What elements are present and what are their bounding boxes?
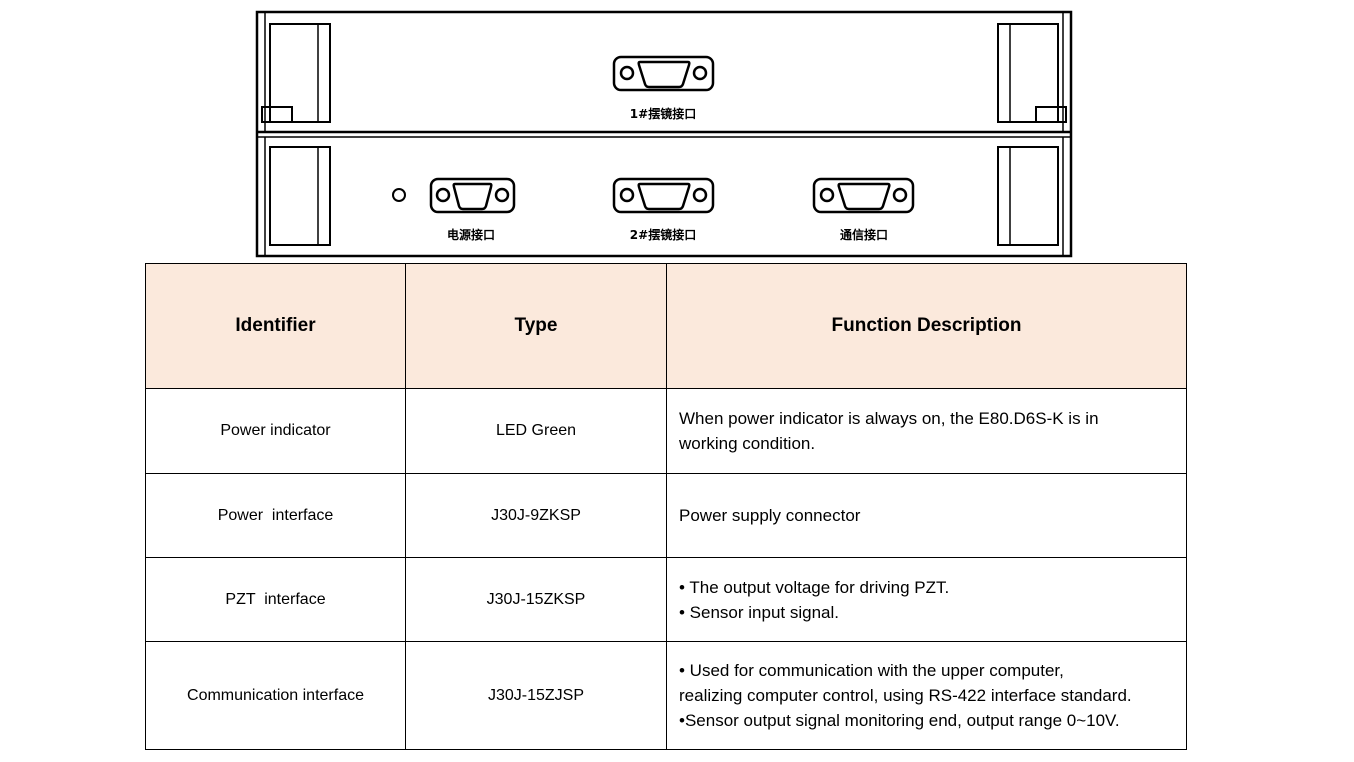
connector-2-icon: [612, 177, 715, 214]
top-right-handle: [997, 12, 1067, 132]
table-row: Power indicator LED Green When power ind…: [145, 388, 1187, 474]
header-type: Type: [405, 263, 667, 389]
description-cell: When power indicator is always on, the E…: [666, 388, 1187, 474]
table-row: Power interface J30J-9ZKSP Power supply …: [145, 473, 1187, 558]
description-cell: • The output voltage for driving PZT. • …: [666, 557, 1187, 642]
identifier-cell: Power interface: [145, 473, 406, 558]
power-connector-label: 电源接口: [447, 227, 495, 242]
panel-outline: [255, 10, 1073, 258]
interface-spec-table: Identifier Type Function Description Pow…: [145, 263, 1187, 750]
description-line: • Sensor input signal.: [679, 602, 839, 622]
connector-1-icon: [612, 55, 715, 92]
identifier-cell: Communication interface: [145, 641, 406, 750]
description-cell: • Used for communication with the upper …: [666, 641, 1187, 750]
comm-connector-icon: [812, 177, 915, 214]
description-line: • Used for communication with the upper …: [679, 661, 1064, 680]
type-cell: LED Green: [405, 388, 667, 474]
description-line: When power indicator is always on, the E…: [679, 409, 1099, 428]
table-row: Communication interface J30J-15ZJSP • Us…: [145, 641, 1187, 750]
top-left-handle: [261, 12, 331, 132]
connector-1-label: 1#摆镜接口: [630, 106, 696, 121]
type-cell: J30J-15ZJSP: [405, 641, 667, 750]
comm-connector-label: 通信接口: [840, 227, 888, 242]
type-cell: J30J-9ZKSP: [405, 473, 667, 558]
identifier-cell: PZT interface: [145, 557, 406, 642]
description-line: working condition.: [679, 434, 816, 453]
header-identifier: Identifier: [145, 263, 406, 389]
connector-2-label: 2#摆镜接口: [630, 227, 696, 242]
description-line: •Sensor output signal monitoring end, ou…: [679, 711, 1120, 730]
description-line: realizing computer control, using RS-422…: [679, 686, 1132, 705]
table-row: PZT interface J30J-15ZKSP • The output v…: [145, 557, 1187, 642]
type-cell: J30J-15ZKSP: [405, 557, 667, 642]
description-line: Power supply connector: [679, 506, 861, 525]
description-cell: Power supply connector: [666, 473, 1187, 558]
power-led-icon: [392, 188, 406, 202]
device-panel-drawing: 1#摆镜接口 电源接口 2#摆镜接口 通信接口: [0, 0, 1354, 262]
bottom-right-handle: [997, 137, 1064, 256]
table-header-row: Identifier Type Function Description: [145, 263, 1187, 389]
identifier-cell: Power indicator: [145, 388, 406, 474]
description-line: • The output voltage for driving PZT.: [679, 577, 950, 597]
power-connector-icon: [429, 177, 516, 214]
device-front-panel-svg: 1#摆镜接口 电源接口 2#摆镜接口 通信接口: [255, 10, 1073, 258]
bottom-left-handle: [264, 137, 331, 256]
header-function-description: Function Description: [666, 263, 1187, 389]
